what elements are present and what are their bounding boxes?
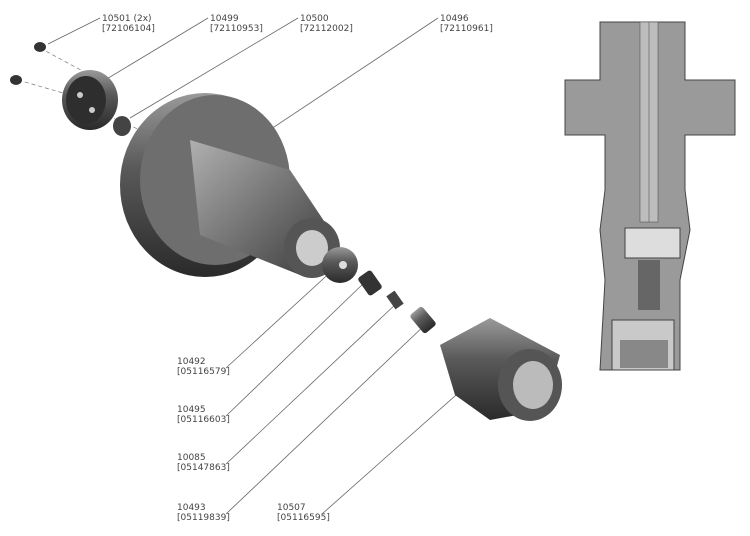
leader-10495 xyxy=(225,281,366,417)
leader-10492 xyxy=(225,267,336,369)
part-code: [05147863] xyxy=(177,463,230,473)
part-code: [05116595] xyxy=(277,513,330,523)
plate-10499 xyxy=(62,70,118,130)
callout-10496: 10496 [72110961] xyxy=(440,14,493,34)
part-number: 10507 xyxy=(277,503,306,513)
callout-10499: 10499 [72110953] xyxy=(210,14,263,34)
part-number: 10499 xyxy=(210,14,239,24)
body-10496 xyxy=(120,93,340,278)
leader-10493 xyxy=(225,321,429,515)
part-number: 10493 xyxy=(177,503,206,513)
leader-10501 xyxy=(47,17,101,45)
part-number: 10492 xyxy=(177,357,206,367)
part-code: [72110961] xyxy=(440,24,493,34)
part-number: 10500 xyxy=(300,14,329,24)
leader-10496 xyxy=(261,17,439,136)
part-code: [05116603] xyxy=(177,415,230,425)
callout-10501: 10501 (2x) [72106104] xyxy=(102,14,155,34)
leader-10500 xyxy=(129,17,299,119)
screw-10501 xyxy=(10,42,46,85)
part-number: 10495 xyxy=(177,405,206,415)
callout-10495: 10495 [05116603] xyxy=(177,405,230,425)
leader-lines xyxy=(47,17,483,515)
part-10493 xyxy=(410,306,436,334)
callout-10507: 10507 [05116595] xyxy=(277,503,330,523)
part-code: [05116579] xyxy=(177,367,230,377)
part-10500 xyxy=(113,116,131,136)
part-number: 10085 xyxy=(177,453,206,463)
callout-10500: 10500 [72112002] xyxy=(300,14,353,34)
callout-10493: 10493 [05119839] xyxy=(177,503,230,523)
callout-10085: 10085 [05147863] xyxy=(177,453,230,473)
cross-section-view xyxy=(564,21,736,371)
part-number: 10501 (2x) xyxy=(102,14,152,24)
callout-10492: 10492 [05116579] xyxy=(177,357,230,377)
part-code: [72112002] xyxy=(300,24,353,34)
part-code: [72110953] xyxy=(210,24,263,34)
part-10495 xyxy=(358,270,382,296)
leader-10507 xyxy=(321,371,483,515)
part-code: [05119839] xyxy=(177,513,230,523)
part-10085 xyxy=(386,290,404,310)
leader-10499 xyxy=(104,17,209,81)
nut-10507 xyxy=(440,318,562,421)
part-number: 10496 xyxy=(440,14,469,24)
part-code: [72106104] xyxy=(102,24,155,34)
leader-10085 xyxy=(225,301,399,465)
